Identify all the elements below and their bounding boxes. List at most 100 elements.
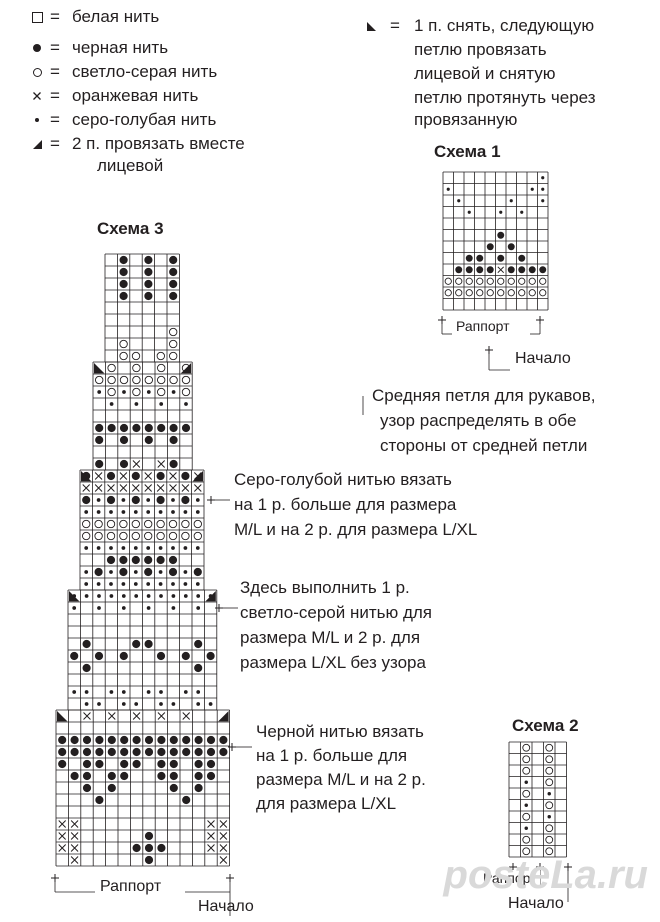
scheme3-stitch	[132, 639, 141, 649]
scheme3-stitch	[146, 690, 151, 694]
scheme3-stitch	[95, 459, 104, 469]
scheme1-stitch	[497, 289, 505, 297]
scheme3-stitch	[206, 735, 216, 745]
scheme3-stitch	[96, 498, 101, 502]
scheme3-stitch	[169, 435, 178, 445]
scheme3-stitch	[169, 759, 178, 769]
scheme2-stitch	[522, 812, 531, 821]
scheme3-stitch	[133, 461, 140, 468]
scheme3-note2-line3: размера M/L и 2 р. для	[240, 628, 421, 647]
scheme3-stitch	[95, 795, 104, 805]
scheme3-stitch	[70, 747, 79, 757]
scheme3-stitch	[157, 735, 166, 745]
scheme3-stitch	[208, 833, 215, 840]
scheme3-stitch	[120, 485, 127, 492]
scheme3-decrease-left-triangle	[69, 591, 80, 602]
scheme3-stitch	[193, 531, 202, 541]
scheme3-stitch	[119, 423, 129, 433]
scheme3-stitch	[106, 555, 116, 565]
scheme3-stitch	[59, 833, 66, 840]
scheme1-stitch	[528, 289, 536, 297]
scheme3-stitch	[107, 783, 116, 793]
scheme3-stitch	[146, 390, 151, 394]
scheme3-stitch	[144, 735, 154, 745]
scheme3-note2-line2: светло-серой нитью для	[240, 603, 432, 622]
scheme3-stitch	[108, 713, 115, 720]
scheme3-stitch	[119, 555, 128, 565]
scheme3-stitch	[169, 735, 178, 745]
scheme3-stitch	[144, 519, 153, 529]
legend-text-k2tog-2: лицевой	[97, 156, 164, 175]
scheme1-stitch	[541, 187, 545, 191]
scheme1-repeat-label: Раппорт	[453, 318, 513, 334]
scheme3-stitch	[120, 771, 129, 781]
scheme1-stitch	[476, 266, 484, 274]
scheme1-stitch	[465, 289, 473, 297]
scheme3-stitch	[121, 510, 126, 514]
scheme3-stitch	[84, 713, 91, 720]
scheme3-stitch	[157, 423, 166, 433]
scheme3-stitch	[108, 485, 115, 492]
scheme1-stitch	[457, 199, 461, 203]
scheme3-stitch	[169, 255, 178, 265]
scheme3-stitch	[71, 857, 78, 864]
scheme3-stitch	[144, 855, 154, 865]
scheme3-stitch	[134, 702, 139, 706]
scheme3-stitch	[145, 473, 152, 480]
scheme3-stitch	[94, 567, 103, 577]
scheme3-stitch	[208, 845, 215, 852]
scheme3-stitch	[82, 735, 92, 745]
scheme3-stitch	[119, 519, 128, 529]
scheme3-stitch	[194, 485, 201, 492]
scheme3-stitch	[109, 570, 113, 574]
scheme3-stitch	[183, 546, 188, 550]
scheme3-note3-line4: для размера L/XL	[256, 794, 397, 813]
scheme1-stitch	[465, 254, 473, 262]
legend-right-text-3: лицевой и снятую	[414, 64, 556, 83]
scheme3-note2-marker	[215, 604, 223, 612]
scheme3-stitch	[82, 783, 92, 793]
scheme3-stitch	[144, 267, 153, 277]
scheme3-stitch	[84, 690, 89, 694]
scheme1-stitch	[486, 266, 494, 274]
scheme3-stitch	[168, 531, 178, 541]
scheme3-stitch	[220, 833, 227, 840]
scheme3-stitch	[182, 795, 191, 805]
scheme3-stitch	[109, 402, 114, 406]
scheme3-stitch	[193, 567, 202, 577]
scheme2-start-label: Начало	[508, 895, 564, 912]
scheme3-stitch	[159, 594, 163, 598]
scheme1-stitch	[528, 277, 536, 285]
scheme3-stitch	[171, 606, 176, 610]
scheme3-stitch	[194, 747, 203, 757]
scheme3-repeat-end-marker	[226, 874, 234, 882]
scheme2-stitch	[524, 803, 528, 807]
scheme3-stitch	[158, 582, 163, 586]
scheme3-stitch	[84, 594, 89, 598]
scheme3-stitch	[122, 390, 126, 394]
scheme3-stitch	[109, 546, 113, 550]
scheme3-stitch	[181, 471, 190, 481]
scheme3-stitch	[132, 843, 141, 853]
scheme3-stitch	[144, 255, 153, 265]
scheme3-note3-line3: размера M/L и на 2 р.	[256, 770, 426, 789]
scheme3-stitch	[59, 845, 66, 852]
scheme3-stitch	[169, 327, 178, 337]
scheme3-note2-line1: Здесь выполнить 1 р.	[240, 578, 410, 597]
scheme3-note1-line3: M/L и на 2 р. для размера L/XL	[234, 520, 478, 539]
scheme3-stitch	[107, 363, 116, 373]
scheme3-stitch	[171, 510, 175, 514]
legend-text-black: черная нить	[72, 38, 169, 57]
scheme3-stitch	[120, 473, 127, 480]
scheme3-stitch	[119, 651, 128, 661]
scheme2-repeat-end-marker	[536, 863, 544, 871]
scheme3-stitch	[208, 821, 215, 828]
scheme3-stitch	[157, 843, 166, 853]
scheme3-stitch	[196, 594, 201, 598]
scheme3-stitch	[82, 639, 91, 649]
scheme3-stitch	[97, 390, 102, 394]
scheme2-title: Схема 2	[512, 716, 579, 735]
scheme3-stitch	[208, 702, 213, 706]
scheme3-stitch	[107, 423, 116, 433]
scheme3-stitch	[119, 339, 128, 349]
